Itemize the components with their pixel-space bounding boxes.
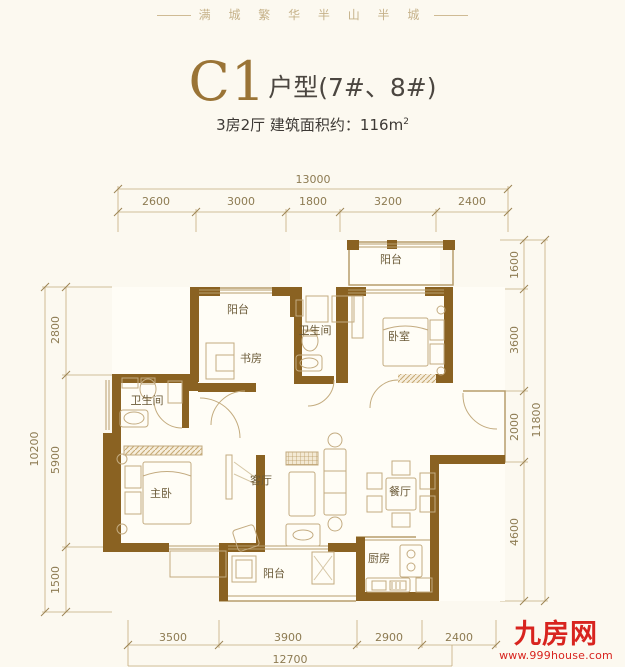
watermark-brand: 九房网 — [514, 619, 598, 650]
dimension-labels: 13000 2600 3000 1800 3200 2400 12700 350… — [28, 173, 543, 666]
room-label-bedroom-north-east: 卧室 — [388, 329, 410, 343]
dim-right-1600: 1600 — [508, 251, 521, 279]
dim-bottom-total: 12700 — [273, 653, 308, 666]
tagline-text: 满 城 繁 华 半 山 半 城 — [198, 8, 427, 22]
tagline-rule-right — [434, 15, 469, 16]
page-title: C1户型(7#、8#) — [0, 50, 625, 113]
tagline-rule-left — [156, 15, 191, 16]
dim-bottom-2400: 2400 — [445, 631, 473, 644]
room-label-living-room: 客厅 — [250, 473, 272, 487]
dim-left-total: 10200 — [28, 432, 41, 467]
dim-top-total: 13000 — [296, 173, 331, 186]
dimension-lines-top — [117, 186, 509, 232]
windows — [105, 243, 444, 597]
dimension-lines-left — [42, 286, 112, 613]
furniture — [116, 295, 446, 593]
unit-type: 户型(7#、8#) — [268, 73, 437, 102]
site-watermark: 九房网 www.999house.com — [493, 621, 619, 661]
dimension-ticks-bottom — [123, 640, 501, 650]
dim-left-1500: 1500 — [49, 566, 62, 594]
unit-code: C1 — [188, 50, 267, 113]
dimension-lines-bottom — [127, 620, 497, 667]
dim-bottom-3900: 3900 — [274, 631, 302, 644]
structural-walls — [103, 240, 505, 601]
room-labels: 阳台 书房 卫生间 阳台 卧室 卫生间 主卧 客厅 餐厅 厨房 阳台 — [131, 252, 412, 580]
tagline: 满 城 繁 华 半 山 半 城 — [0, 6, 625, 23]
room-label-bathroom-west: 卫生间 — [131, 393, 164, 407]
room-label-balcony-north-west: 阳台 — [227, 302, 249, 316]
unit-summary-text: 3房2厅 建筑面积约：116m — [216, 116, 404, 134]
area-superscript: 2 — [403, 117, 409, 127]
room-label-balcony-north-east: 阳台 — [380, 252, 402, 266]
dim-right-4600: 4600 — [508, 518, 521, 546]
dimension-ticks-right — [519, 235, 550, 606]
dim-bottom-2900: 2900 — [375, 631, 403, 644]
dim-right-2000: 2000 — [508, 413, 521, 441]
room-label-study: 书房 — [240, 352, 262, 365]
dim-bottom-3500: 3500 — [159, 631, 187, 644]
dimension-ticks-left — [40, 282, 71, 617]
dim-right-total: 11800 — [530, 403, 543, 438]
dimension-ticks-top — [113, 184, 513, 217]
room-label-balcony-south: 阳台 — [263, 566, 285, 580]
dim-top-3000: 3000 — [227, 195, 255, 208]
dim-right-3600: 3600 — [508, 326, 521, 354]
dim-left-2800: 2800 — [49, 316, 62, 344]
room-label-master-bedroom: 主卧 — [150, 487, 172, 500]
dim-top-1800: 1800 — [299, 195, 327, 208]
room-label-bathroom-north: 卫生间 — [299, 323, 332, 337]
room-label-dining-room: 餐厅 — [389, 484, 411, 498]
door-swings — [153, 379, 498, 439]
room-label-kitchen: 厨房 — [368, 552, 390, 565]
dim-top-2600: 2600 — [142, 195, 170, 208]
dim-top-2400: 2400 — [458, 195, 486, 208]
dim-left-5900: 5900 — [49, 446, 62, 474]
floor-fill — [112, 240, 505, 601]
dim-top-3200: 3200 — [374, 195, 402, 208]
unit-summary: 3房2厅 建筑面积约：116m2 — [0, 114, 625, 135]
watermark-url: www.999house.com — [499, 649, 613, 662]
